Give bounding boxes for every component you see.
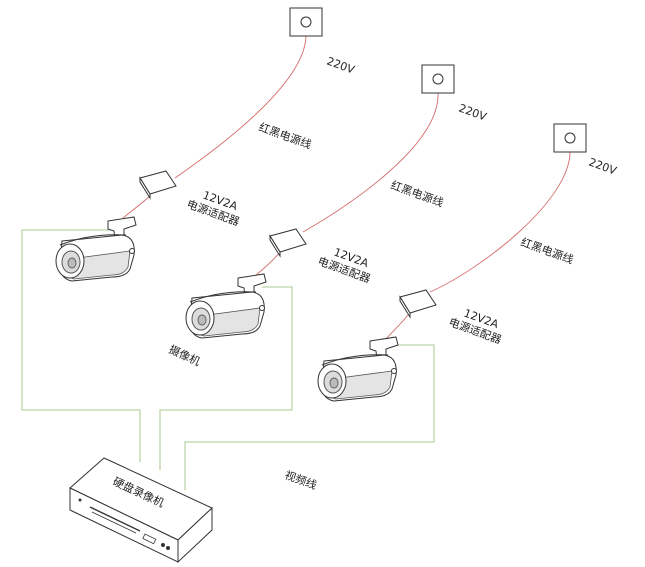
camera-3 [317, 336, 399, 402]
power-adapter-2 [269, 228, 307, 258]
camera-1 [55, 216, 137, 282]
adapter-to-camera-3 [384, 314, 409, 341]
power-line-3 [429, 149, 571, 293]
video-cable-1 [21, 229, 141, 462]
power-adapter-1 [139, 170, 177, 200]
video-cable-label: 视频线 [283, 468, 319, 492]
outlet-voltage-2: 220V [457, 102, 489, 124]
outlet-1 [289, 7, 323, 37]
power-line-2 [302, 92, 439, 233]
power-cables-lines [122, 34, 571, 341]
camera-2 [185, 273, 267, 339]
adapter-to-camera-2 [254, 251, 281, 277]
adapter-to-camera-1 [122, 195, 151, 219]
camera-label: 摄像机 [167, 342, 203, 369]
video-cable-2 [159, 286, 293, 470]
dvr-recorder [69, 457, 213, 564]
power-cable-label-3: 红黑电源线 [519, 235, 575, 267]
power-cable-label-2: 红黑电源线 [389, 178, 445, 210]
outlet-voltage-3: 220V [587, 156, 619, 178]
power-line-1 [174, 34, 307, 179]
power-cable-label-1: 红黑电源线 [257, 120, 313, 152]
outlet-3 [553, 123, 587, 153]
video-cables [21, 229, 435, 490]
power-adapter-3 [399, 289, 437, 319]
outlet-voltage-1: 220V [325, 55, 357, 77]
outlet-2 [421, 64, 455, 94]
video-cable-3 [184, 344, 435, 490]
